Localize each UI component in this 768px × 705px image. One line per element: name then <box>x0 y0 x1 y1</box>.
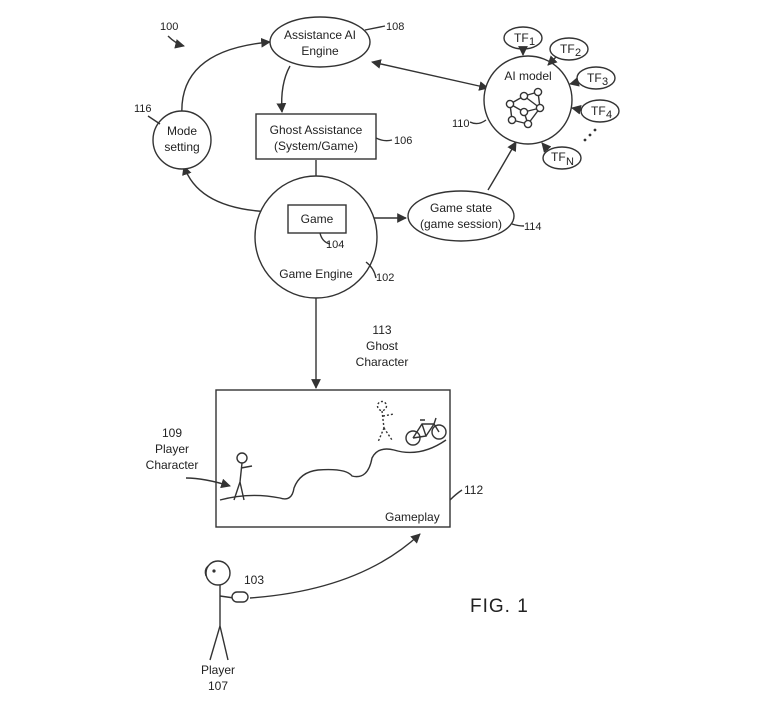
tf3-node: TF 3 <box>569 66 616 90</box>
player-char-arrow <box>185 477 231 489</box>
ghost-char-ref: 113 <box>372 323 391 337</box>
mode-label-2: setting <box>164 140 199 154</box>
tf2-label: TF <box>560 42 575 56</box>
assistance-ai-label-1: Assistance AI <box>284 28 356 42</box>
ai-model-label: AI model <box>504 69 551 83</box>
tf2-sub: 2 <box>575 47 581 59</box>
ghost-char-label-1: Ghost <box>366 339 399 353</box>
gameplay-panel: Gameplay <box>215 389 451 528</box>
mode-setting-node: Mode setting 116 <box>134 103 212 170</box>
ghost-character-figure <box>376 400 395 443</box>
game-state-ref: 114 <box>524 221 542 233</box>
game-state-node: Game state (game session) 114 <box>407 190 542 242</box>
tf1-node: TF 1 <box>503 26 543 56</box>
tf1-sub: 1 <box>529 36 535 48</box>
player-character-figure <box>233 452 253 501</box>
player-char-label-1: Player <box>155 442 189 456</box>
ghost-character-callout: 113 Ghost Character <box>356 323 409 369</box>
bicycle-icon <box>405 417 447 446</box>
gameplay-ref: 112 <box>464 483 483 497</box>
ai-engine-to-ghost-arrow <box>276 65 291 113</box>
ai-model-ref: 110 <box>452 118 470 130</box>
player-char-label-2: Character <box>146 458 199 472</box>
tf4-node: TF 4 <box>571 99 620 123</box>
game-engine-label: Game Engine <box>279 267 353 281</box>
ghost-assistance-node: Ghost Assistance (System/Game) 106 <box>255 113 412 160</box>
game-ref: 104 <box>326 239 344 251</box>
game-state-label-2: (game session) <box>420 217 502 231</box>
gameplay-label: Gameplay <box>385 510 440 524</box>
tf4-sub: 4 <box>606 109 612 121</box>
figure-ref: 100 <box>160 21 178 33</box>
gameplay-ref-leader <box>449 489 463 501</box>
game-node: Game 104 <box>287 204 347 251</box>
tf-ellipsis <box>583 128 597 142</box>
assistance-ai-ref: 108 <box>386 21 404 33</box>
tf4-label: TF <box>591 104 606 118</box>
game-engine-ref: 102 <box>376 272 394 284</box>
figure-label: FIG. 1 <box>470 596 529 617</box>
player-figure: Player 107 <box>201 560 249 693</box>
assistance-ai-label-2: Engine <box>301 44 339 58</box>
mode-label-1: Mode <box>167 124 197 138</box>
mode-to-ai-engine-arrow <box>181 37 271 117</box>
game-label: Game <box>301 212 334 226</box>
game-state-label-1: Game state <box>430 201 492 215</box>
tfn-label: TF <box>551 150 566 164</box>
ghost-label-2: (System/Game) <box>274 139 358 153</box>
ai-engine-model-link <box>371 59 489 91</box>
tf3-label: TF <box>587 71 602 85</box>
tf2-node: TF 2 <box>547 37 589 66</box>
controller-to-gameplay-arrow <box>249 533 421 599</box>
ghost-label-1: Ghost Assistance <box>270 123 363 137</box>
assistance-ai-engine-node: Assistance AI Engine 108 <box>269 16 404 68</box>
mode-ref: 116 <box>134 103 152 115</box>
terrain-line <box>219 439 447 501</box>
player-character-callout: 109 Player Character <box>146 426 231 489</box>
tf1-label: TF <box>514 31 529 45</box>
controller-ref: 103 <box>244 573 264 587</box>
player-ref: 107 <box>208 679 228 693</box>
figure-ref-arrow <box>167 35 185 49</box>
game-engine-node: Game Engine 102 <box>254 175 394 299</box>
tfn-node: TF N <box>541 142 582 170</box>
player-char-ref: 109 <box>162 426 182 440</box>
state-to-model-arrow <box>487 141 517 191</box>
player-label: Player <box>201 663 235 677</box>
ghost-ref: 106 <box>394 135 412 147</box>
controller-icon <box>231 591 249 603</box>
neural-network-icon <box>505 87 545 129</box>
ai-model-node: AI model 110 <box>452 55 573 145</box>
tfn-sub: N <box>566 156 574 168</box>
tf3-sub: 3 <box>602 76 608 88</box>
ghost-char-label-2: Character <box>356 355 409 369</box>
